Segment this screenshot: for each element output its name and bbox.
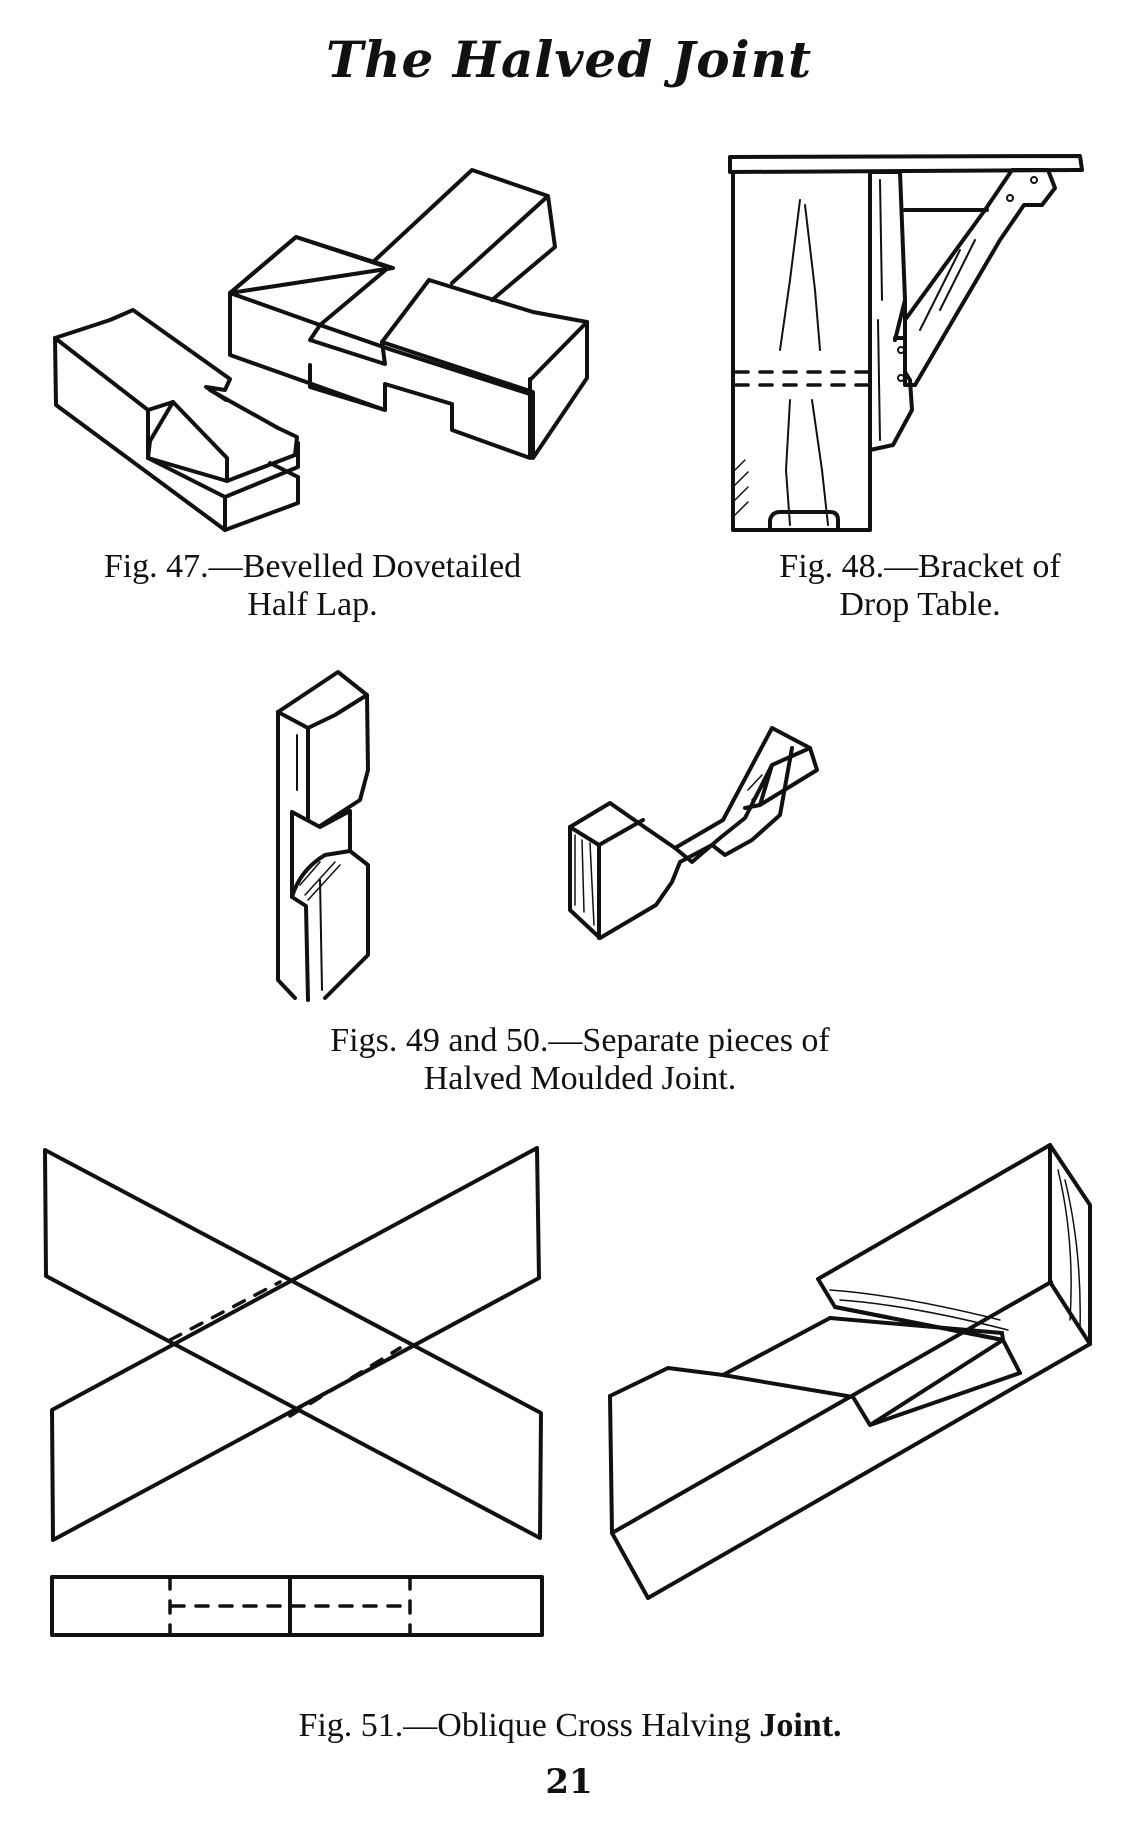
page-title: The Halved Joint [325,30,813,89]
fig-47-caption: Fig. 47.—Bevelled Dovetailed Half Lap. [50,548,575,624]
fig-51-caption: Fig. 51.—Oblique Cross Halving Joint. [200,1707,940,1745]
fig-49-50-caption: Figs. 49 and 50.—Separate pieces of Halv… [250,1022,910,1098]
fig-49-50-caption-line1: Figs. 49 and 50.—Separate pieces of [330,1022,830,1059]
fig51-elevation-bar [50,1575,544,1637]
page-number: 21 [545,1762,593,1802]
fig-47-caption-line2: Half Lap. [247,586,378,623]
fig51-board-a [43,1148,543,1540]
fig51-board-b [50,1146,541,1542]
fig-49-50-caption-line2: Halved Moulded Joint. [423,1060,737,1097]
fig-48-caption-line1: Fig. 48.—Bracket of [779,548,1061,585]
fig-51-caption-text: Fig. 51.—Oblique Cross Halving [298,1707,760,1744]
fig-48-caption-line2: Drop Table. [839,586,1001,623]
fig-48-caption: Fig. 48.—Bracket of Drop Table. [720,548,1120,624]
fig-51-caption-bold: Joint. [759,1707,842,1744]
fig48-table-top [728,154,1084,174]
fig-47-caption-line1: Fig. 47.—Bevelled Dovetailed [103,548,522,585]
